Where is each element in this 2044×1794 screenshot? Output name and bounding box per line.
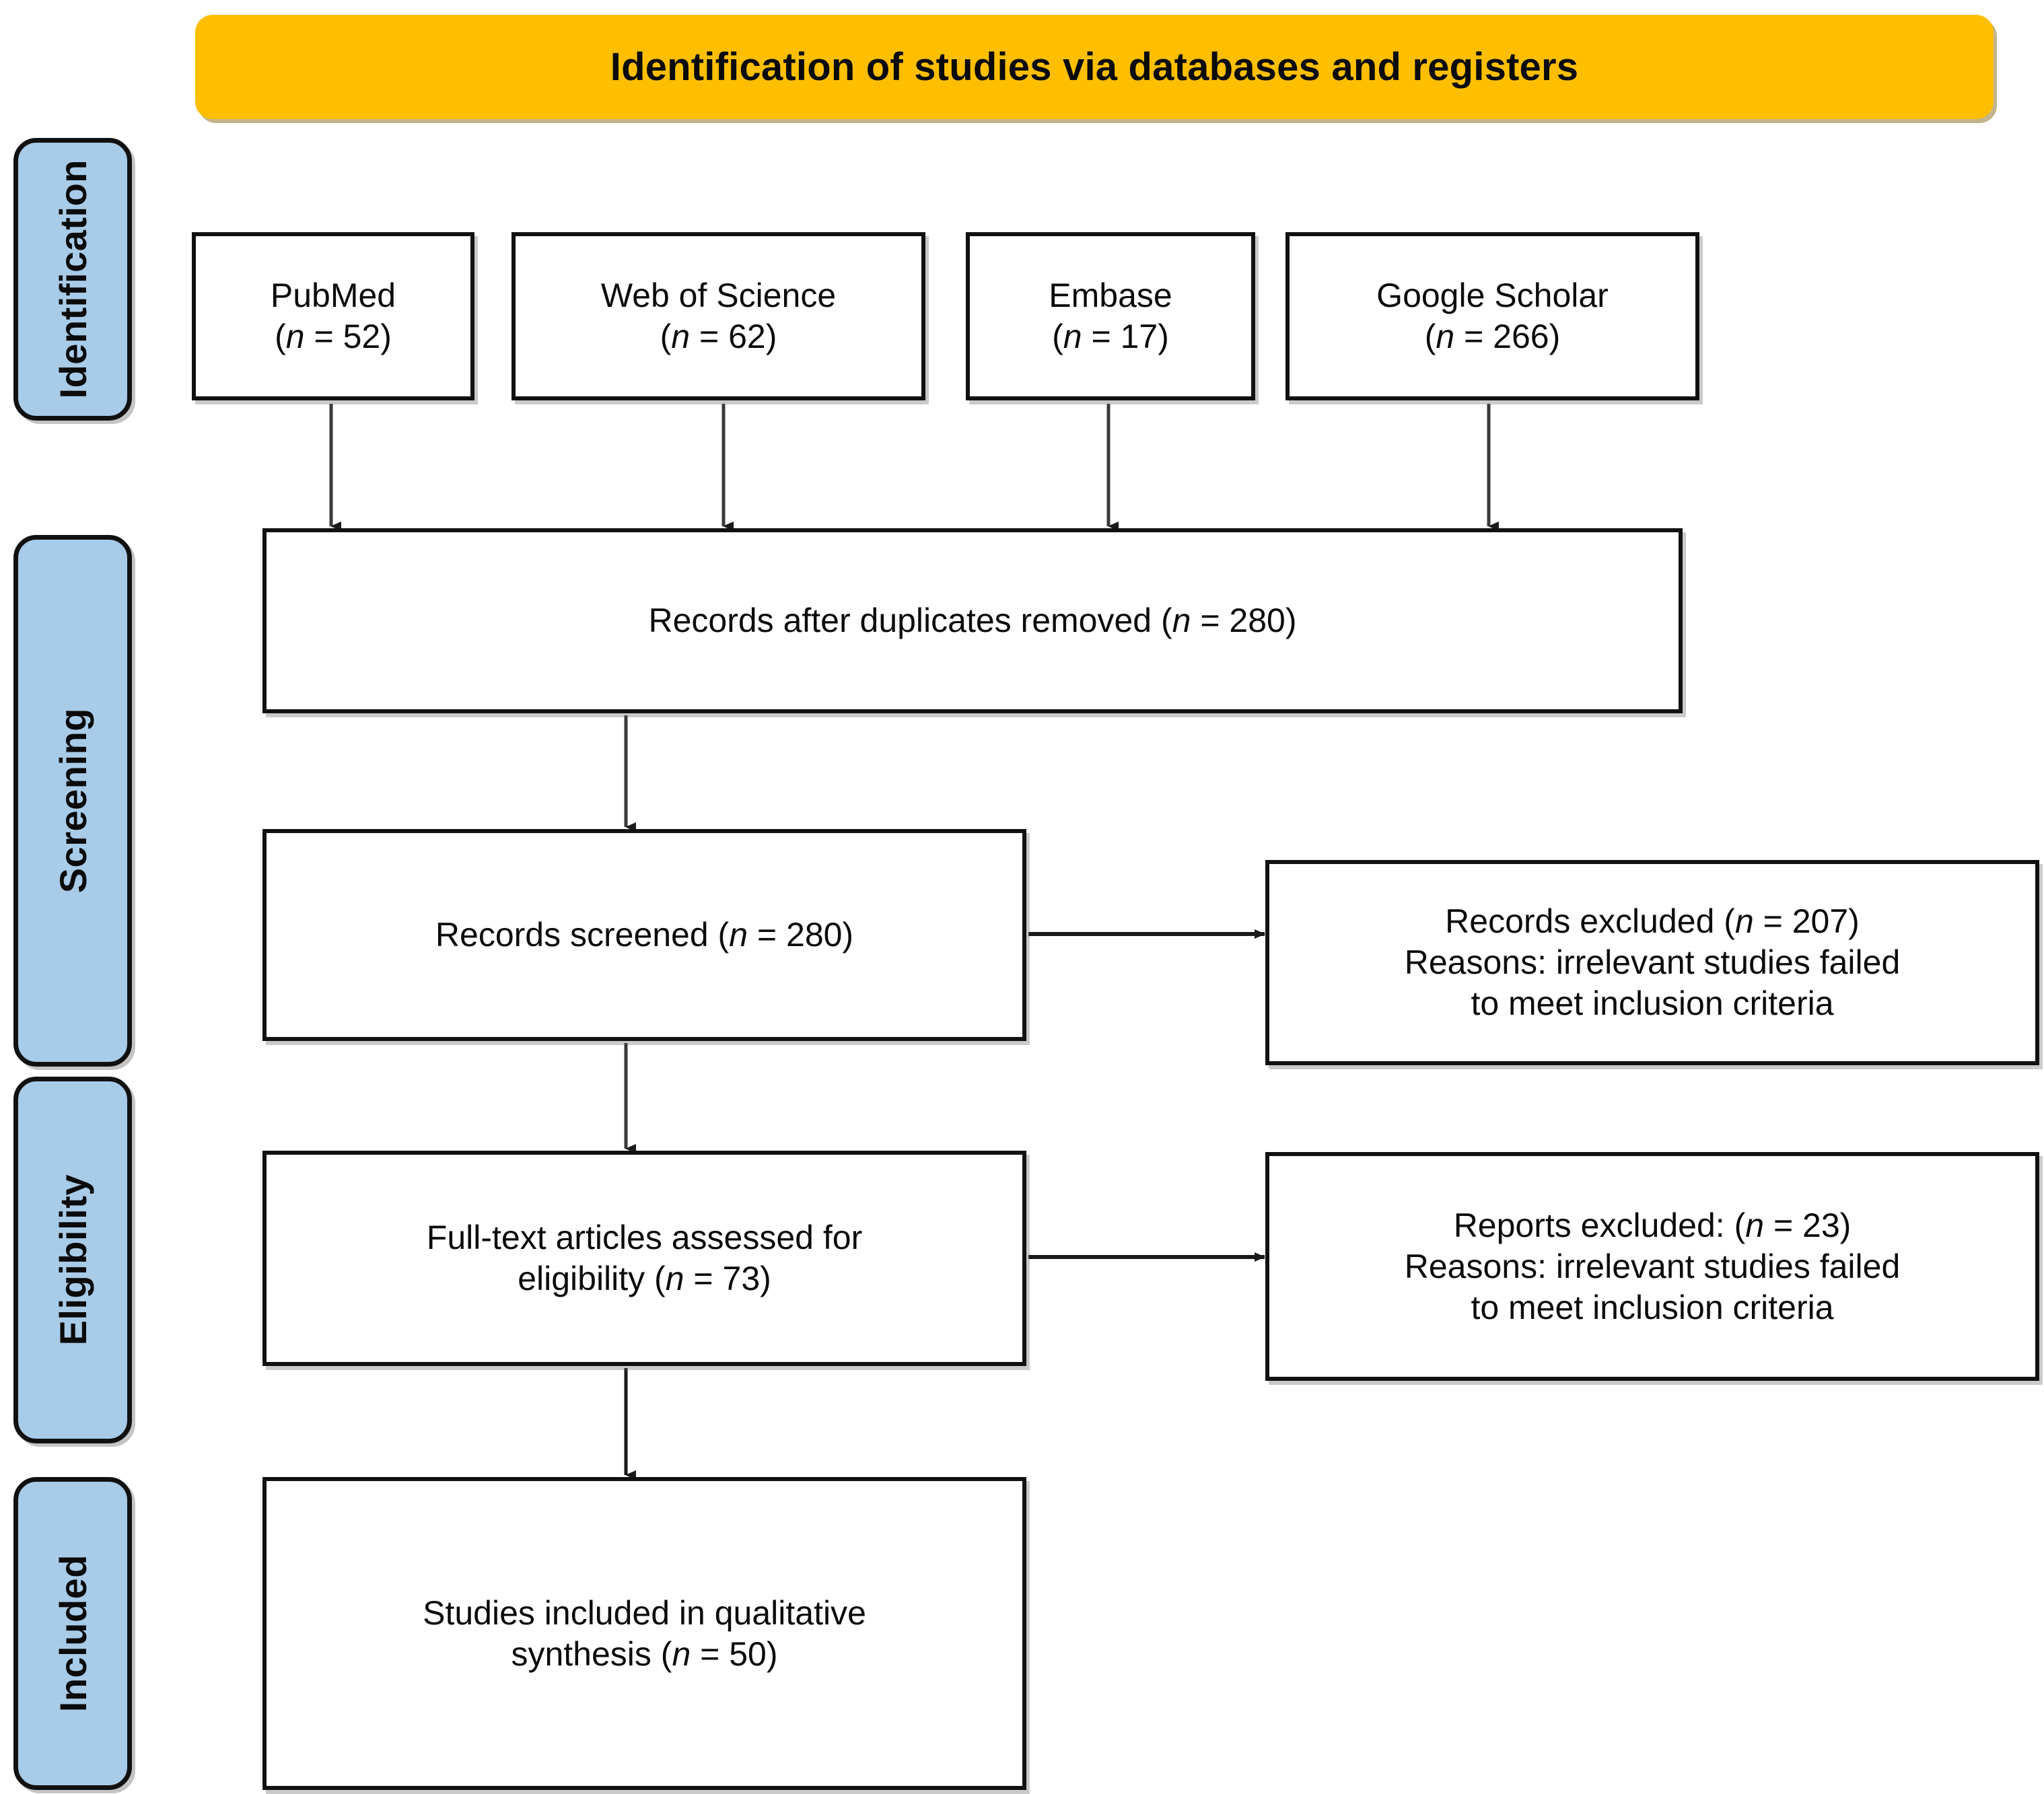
flow-box-records-after-duplicates-removed: Records after duplicates removed (n = 28… <box>262 528 1683 713</box>
diagram-title: Identification of studies via databases … <box>610 45 1579 89</box>
source-box-web-of-science-text: Web of Science(n = 62) <box>600 277 837 355</box>
stage-pill-included: Included <box>13 1477 132 1790</box>
stage-pill-eligibility: Eligibility <box>13 1077 132 1443</box>
source-box-pubmed-text: PubMed(n = 52) <box>270 277 396 355</box>
stage-label-eligibility: Eligibility <box>51 1174 94 1346</box>
stage-label-identification: Identification <box>51 159 94 399</box>
source-box-web-of-science: Web of Science(n = 62) <box>512 232 925 400</box>
flow-box-records-screened-text: Records screened (n = 280) <box>435 916 854 954</box>
flow-box-records-excluded: Records excluded (n = 207)Reasons: irrel… <box>1265 860 2039 1065</box>
flow-box-reports-excluded-text: Reports excluded: (n = 23)Reasons: irrel… <box>1404 1206 1901 1326</box>
source-box-google-scholar-text: Google Scholar(n = 266) <box>1376 277 1609 355</box>
stage-pill-identification: Identification <box>13 138 132 421</box>
stage-label-included: Included <box>51 1554 94 1713</box>
source-box-embase: Embase(n = 17) <box>966 232 1255 400</box>
flow-box-records-after-duplicates-removed-text: Records after duplicates removed (n = 28… <box>648 602 1297 639</box>
flow-box-reports-excluded: Reports excluded: (n = 23)Reasons: irrel… <box>1265 1152 2039 1381</box>
stage-pill-screening: Screening <box>13 535 132 1067</box>
source-box-embase-text: Embase(n = 17) <box>1049 277 1172 355</box>
stage-label-screening: Screening <box>51 708 94 894</box>
source-box-pubmed: PubMed(n = 52) <box>192 232 474 400</box>
flow-box-records-screened: Records screened (n = 280) <box>262 829 1026 1041</box>
flow-box-records-excluded-text: Records excluded (n = 207)Reasons: irrel… <box>1404 902 1901 1022</box>
diagram-header-banner: Identification of studies via databases … <box>195 15 1994 119</box>
source-box-google-scholar: Google Scholar(n = 266) <box>1285 232 1699 400</box>
